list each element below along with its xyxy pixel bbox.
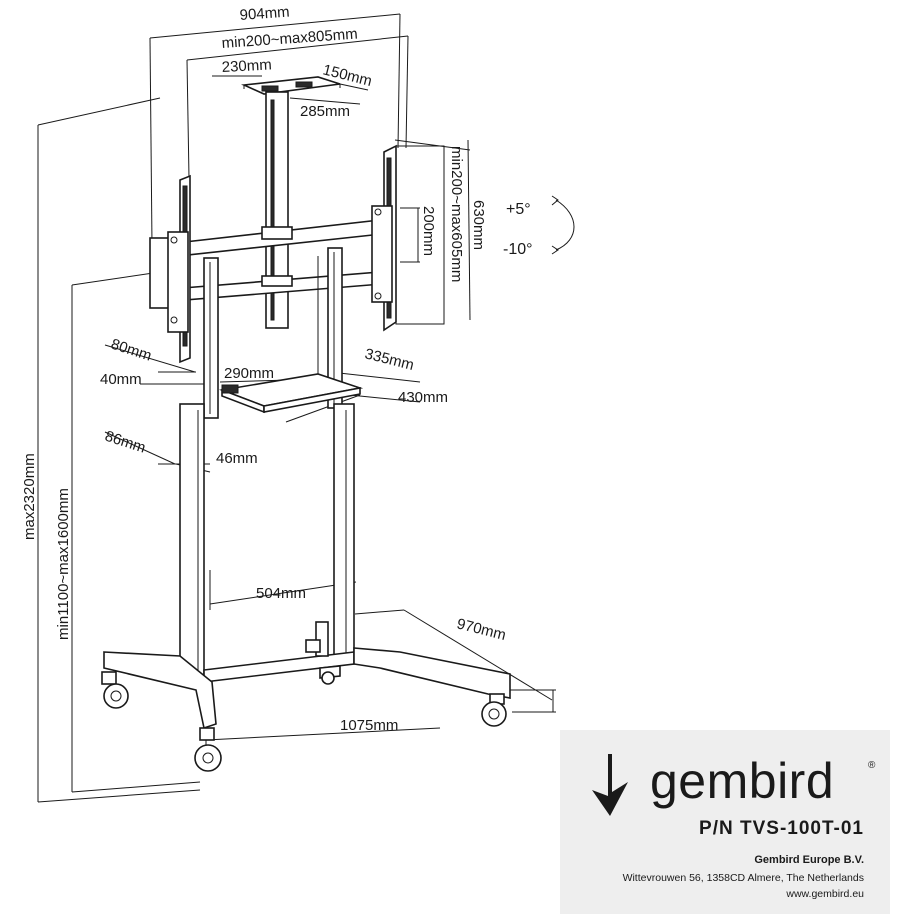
label-column-depth: 80mm xyxy=(109,336,154,365)
part-number: P/N TVS-100T-01 xyxy=(699,818,864,839)
label-base-depth: 970mm xyxy=(455,615,508,644)
caster-front-left xyxy=(101,671,129,709)
label-column-spacing: 504mm xyxy=(256,585,306,602)
front-left-leg xyxy=(103,651,217,730)
caster-front-center xyxy=(194,727,222,772)
gembird-arrow-logo-icon xyxy=(592,754,628,816)
top-camera-tray xyxy=(240,76,341,95)
company-website: www.gembird.eu xyxy=(786,888,864,900)
brand-name: gembird xyxy=(650,753,835,809)
brand-panel: gembird ® P/N TVS-100T-01 Gembird Europe… xyxy=(560,730,890,914)
label-lower-column-width: 46mm xyxy=(216,450,258,467)
company-address: Wittevrouwen 56, 1358CD Almere, The Neth… xyxy=(622,872,864,884)
label-tilt-down: -10° xyxy=(503,241,533,258)
label-overall-width: 904mm xyxy=(239,4,290,24)
left-column-upper xyxy=(203,257,219,419)
right-column-lower xyxy=(333,403,355,663)
label-vesa-height-range: min200~max605mm xyxy=(448,146,465,282)
back-right-leg xyxy=(353,647,511,699)
registered-mark: ® xyxy=(868,760,876,771)
label-shelf-depth: 335mm xyxy=(363,345,416,374)
label-top-tray-length: 285mm xyxy=(300,103,350,120)
label-tilt-up: +5° xyxy=(506,201,531,218)
left-column-lower xyxy=(179,403,205,677)
label-height-range: min1100~max1600mm xyxy=(55,488,72,640)
label-bracket-inner: 200mm xyxy=(420,206,437,256)
label-top-tray-width: 230mm xyxy=(221,56,272,76)
label-base-width: 1075mm xyxy=(340,717,398,734)
caster-back-right xyxy=(481,693,507,727)
label-shelf-width: 290mm xyxy=(224,365,274,382)
label-bracket-height: 630mm xyxy=(470,200,487,250)
label-column-width: 40mm xyxy=(100,371,142,388)
label-lower-column-depth: 86mm xyxy=(103,428,148,457)
label-max-height: max2320mm xyxy=(21,453,38,540)
caster-back-left xyxy=(321,671,335,685)
company-name: Gembird Europe B.V. xyxy=(754,854,864,866)
label-shelf-length: 430mm xyxy=(398,389,448,406)
